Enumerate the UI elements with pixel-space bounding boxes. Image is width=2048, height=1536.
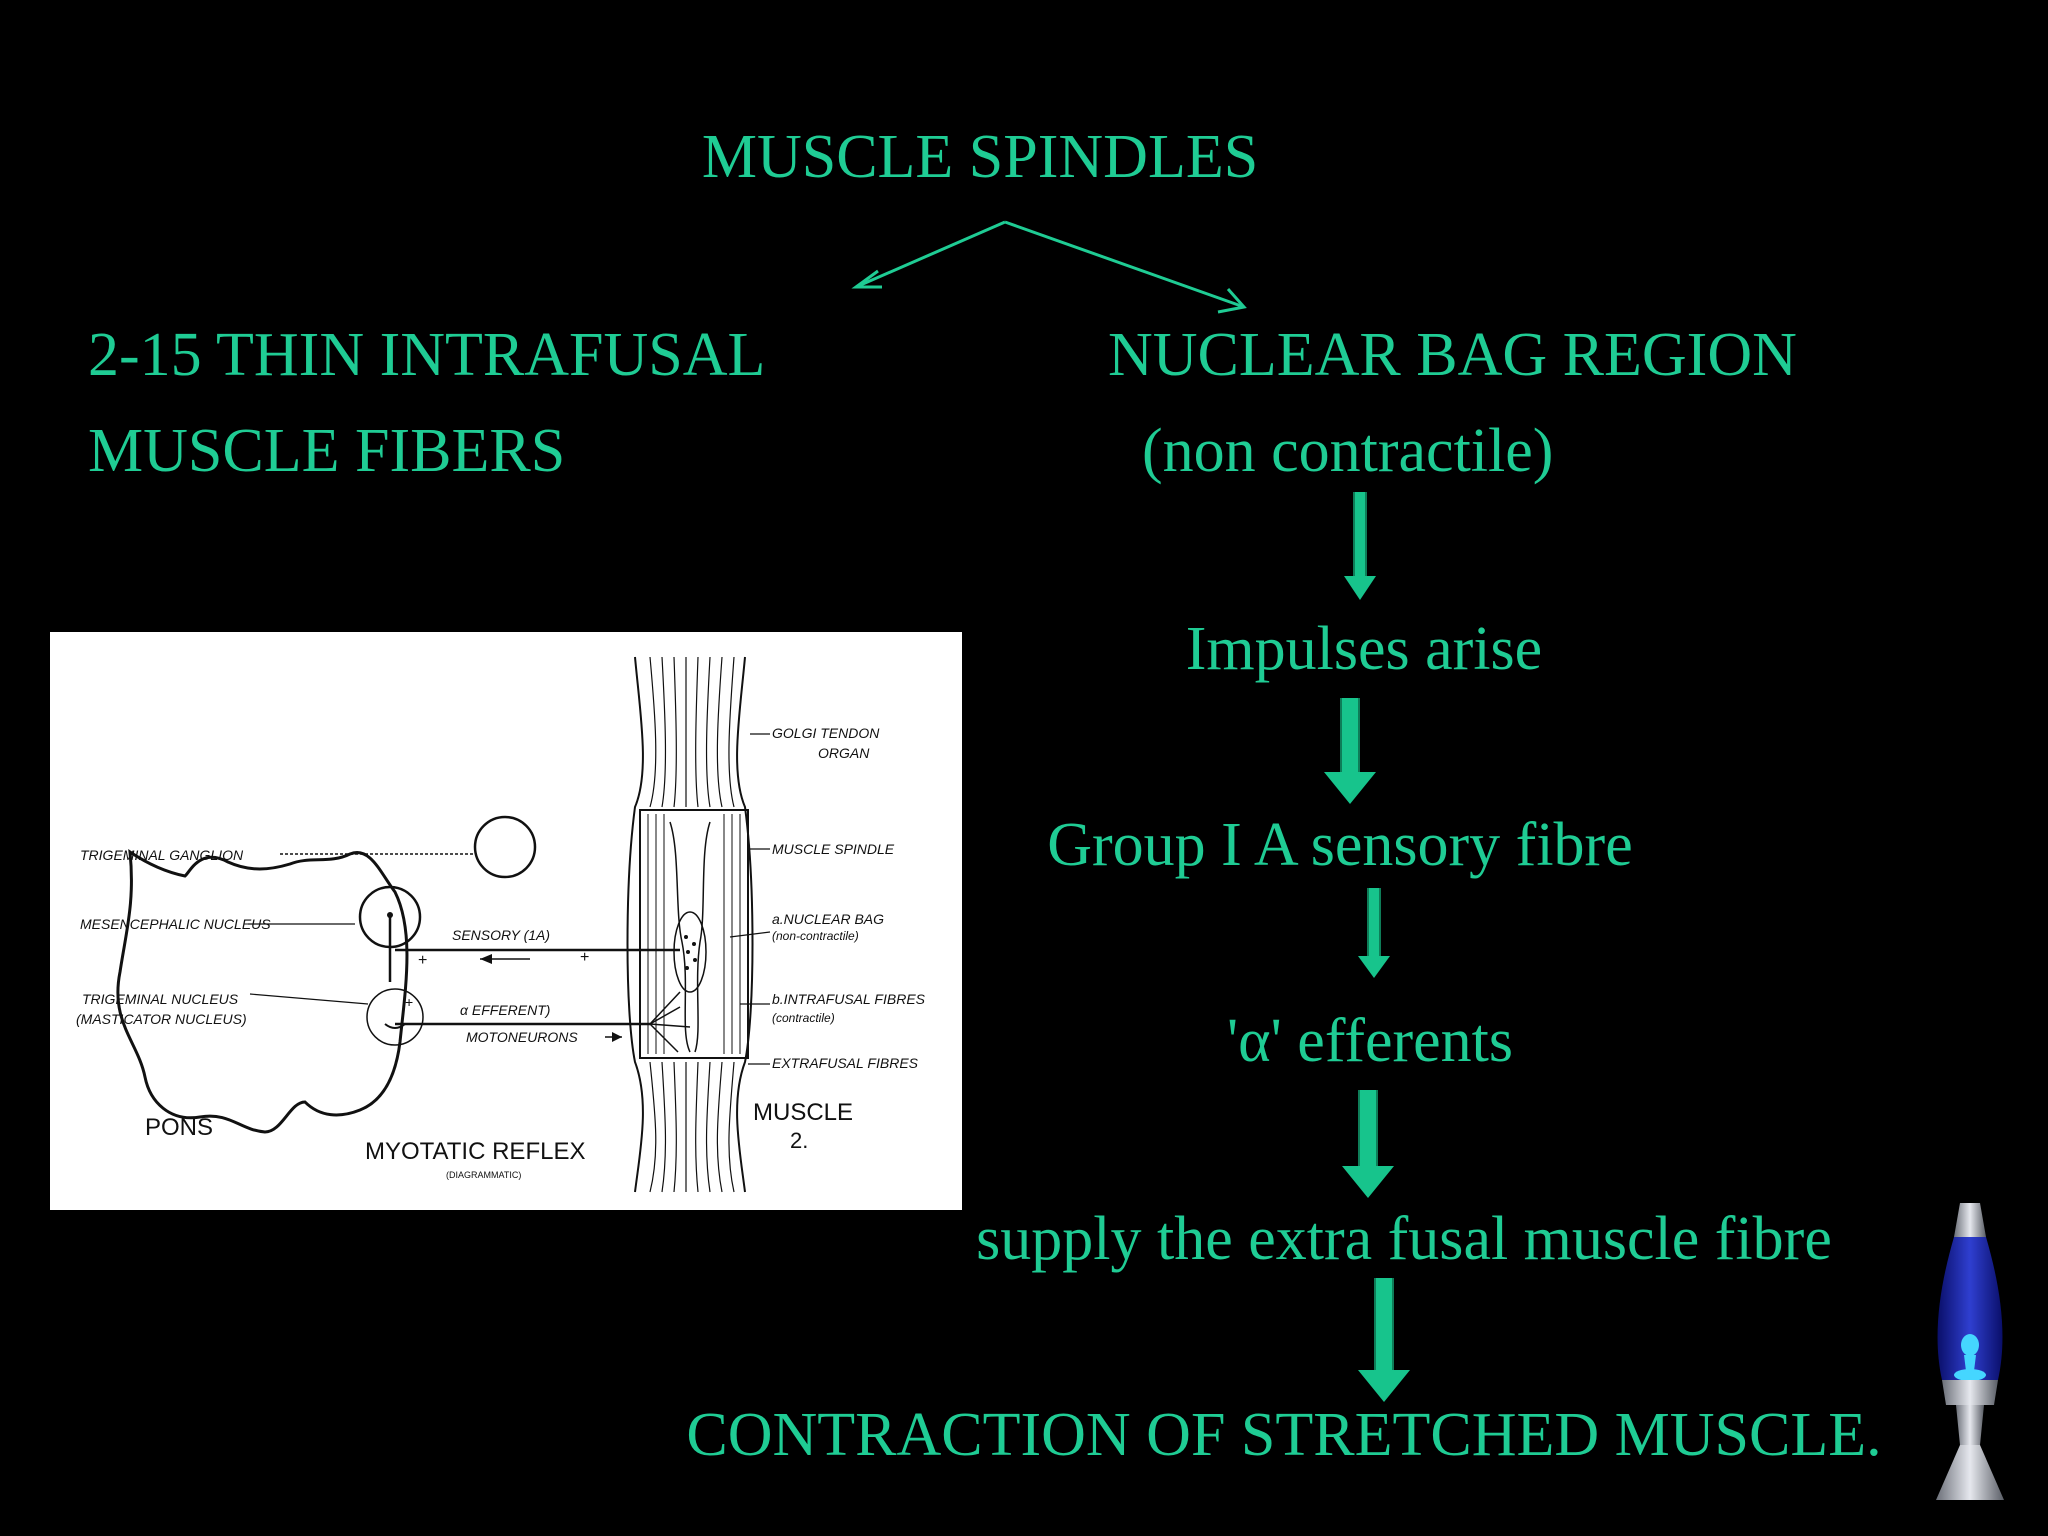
- label-organ: ORGAN: [818, 745, 870, 761]
- flow-step-supply: supply the extra fusal muscle fibre: [976, 1205, 1832, 1273]
- label-muscle-spindle: MUSCLE SPINDLE: [772, 841, 895, 857]
- label-contractile: (contractile): [772, 1011, 835, 1025]
- label-pons: PONS: [145, 1114, 213, 1141]
- label-trigeminal-nucleus: TRIGEMINAL NUCLEUS: [82, 991, 239, 1007]
- lava-lamp-icon: [1936, 1203, 2004, 1500]
- label-muscle-number: 2.: [790, 1128, 808, 1153]
- svg-text:+: +: [580, 949, 589, 966]
- label-golgi-tendon: GOLGI TENDON: [772, 725, 880, 741]
- branch-arrows: [851, 220, 1247, 314]
- label-extrafusal-fibres: EXTRAFUSAL FIBRES: [772, 1055, 919, 1071]
- down-arrow-icon: [1340, 492, 1380, 600]
- pons-outline: [116, 848, 409, 1134]
- label-intrafusal-fibres: b.INTRAFUSAL FIBRES: [772, 991, 926, 1007]
- flow-step-alpha-efferents: 'α' efferents: [1226, 1007, 1514, 1075]
- svg-text:+: +: [405, 994, 413, 1010]
- left-branch-line2: MUSCLE FIBERS: [88, 417, 566, 485]
- label-diagrammatic: (DIAGRAMMATIC): [446, 1170, 521, 1180]
- down-arrow-icon: [1354, 888, 1394, 978]
- flow-step-sensory-fibre: Group I A sensory fibre: [1047, 811, 1633, 879]
- down-arrow-icon: [1322, 698, 1378, 804]
- left-branch-line1: 2-15 THIN INTRAFUSAL: [88, 321, 766, 389]
- label-nuclear-bag: a.NUCLEAR BAG: [772, 911, 884, 927]
- down-arrow-icon: [1340, 1090, 1396, 1198]
- label-myotatic-reflex: MYOTATIC REFLEX: [365, 1138, 585, 1165]
- label-masticator-nucleus: (MASTICATOR NUCLEUS): [76, 1011, 247, 1027]
- flow-step-contraction: CONTRACTION OF STRETCHED MUSCLE.: [686, 1401, 1882, 1469]
- ganglion-circle: [473, 815, 537, 879]
- label-sensory: SENSORY (1A): [452, 927, 550, 943]
- muscle-outline: [626, 656, 644, 1193]
- spindle-box: [639, 809, 749, 1059]
- trigeminal-circle: [366, 988, 424, 1046]
- flow-step-impulses: Impulses arise: [1185, 615, 1543, 683]
- label-mesencephalic-nucleus: MESENCEPHALIC NUCLEUS: [80, 916, 271, 932]
- label-muscle: MUSCLE: [753, 1099, 853, 1126]
- label-non-contractile: (non-contractile): [772, 929, 859, 943]
- label-efferent: α EFFERENT): [460, 1002, 550, 1018]
- right-branch-line2: (non contractile): [1142, 417, 1554, 485]
- label-motoneurons: MOTONEURONS: [466, 1029, 578, 1045]
- down-arrow-icon: [1356, 1278, 1412, 1402]
- svg-text:+: +: [418, 952, 427, 969]
- label-trigeminal-ganglion: TRIGEMINAL GANGLION: [80, 847, 244, 863]
- slide-title: MUSCLE SPINDLES: [701, 123, 1259, 191]
- myotatic-reflex-figure: + + +: [50, 632, 962, 1210]
- right-branch-line1: NUCLEAR BAG REGION: [1108, 321, 1797, 389]
